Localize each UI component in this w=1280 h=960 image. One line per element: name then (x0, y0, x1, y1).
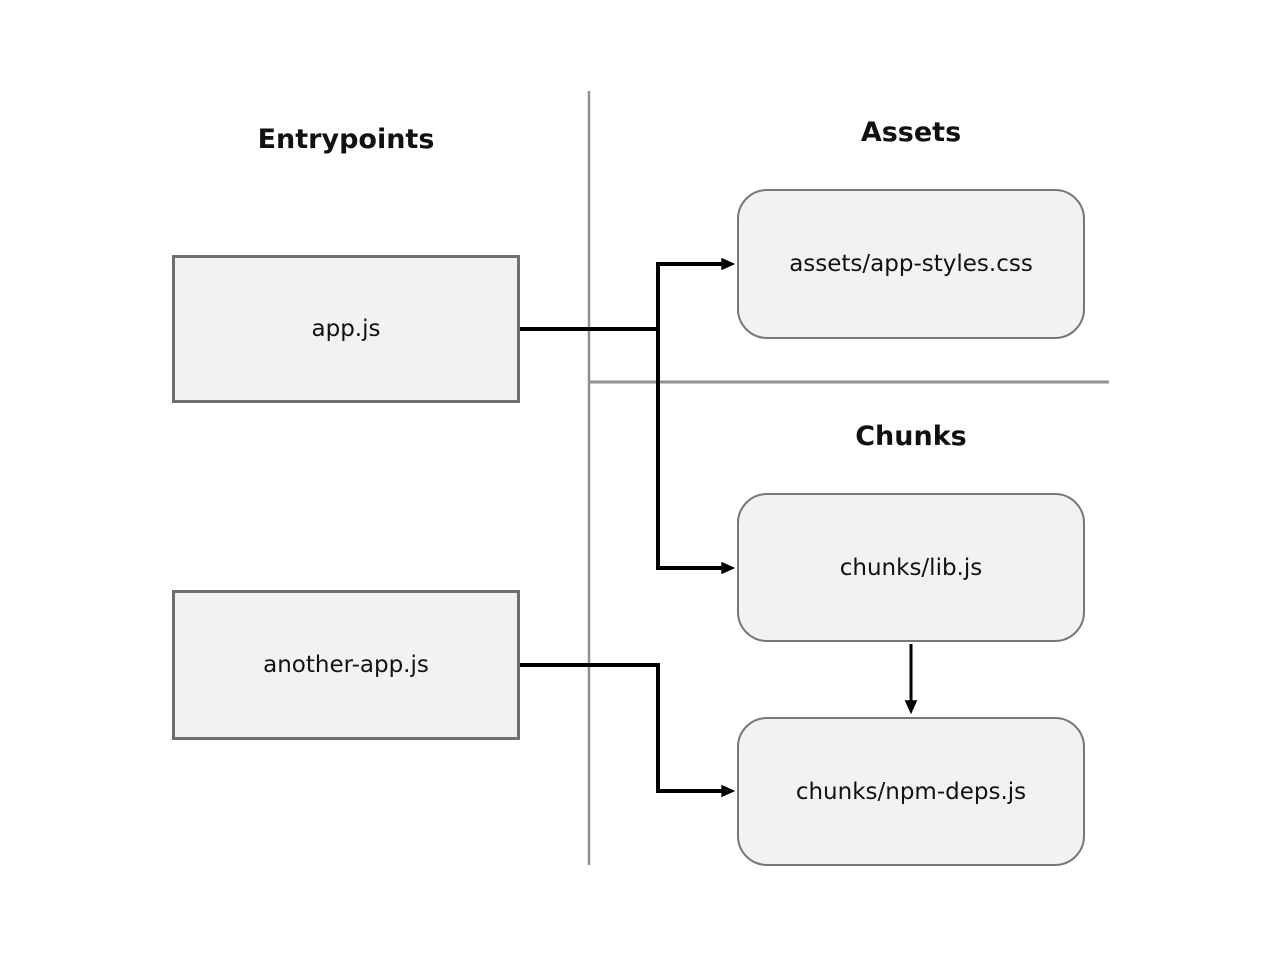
node-app-styles-css: assets/app-styles.css (737, 189, 1085, 339)
section-title-chunks: Chunks (855, 421, 967, 452)
section-title-assets: Assets (860, 117, 962, 148)
node-npm-deps-js-label: chunks/npm-deps.js (795, 778, 1027, 805)
node-npm-deps-js: chunks/npm-deps.js (737, 717, 1085, 866)
section-title-entrypoints: Entrypoints (257, 124, 435, 155)
node-app-js: app.js (172, 255, 520, 403)
node-lib-js-label: chunks/lib.js (839, 554, 983, 581)
node-app-styles-css-label: assets/app-styles.css (789, 251, 1033, 277)
node-another-app-js-label: another-app.js (263, 652, 429, 678)
node-app-js-label: app.js (311, 316, 381, 342)
node-lib-js: chunks/lib.js (737, 493, 1085, 642)
edge-app-js-to-lib-js (656, 327, 736, 575)
edge-another-app-js-to-npm-deps-js (520, 663, 736, 798)
node-another-app-js: another-app.js (172, 590, 520, 740)
edge-app-js-to-app-styles-css (520, 257, 736, 331)
